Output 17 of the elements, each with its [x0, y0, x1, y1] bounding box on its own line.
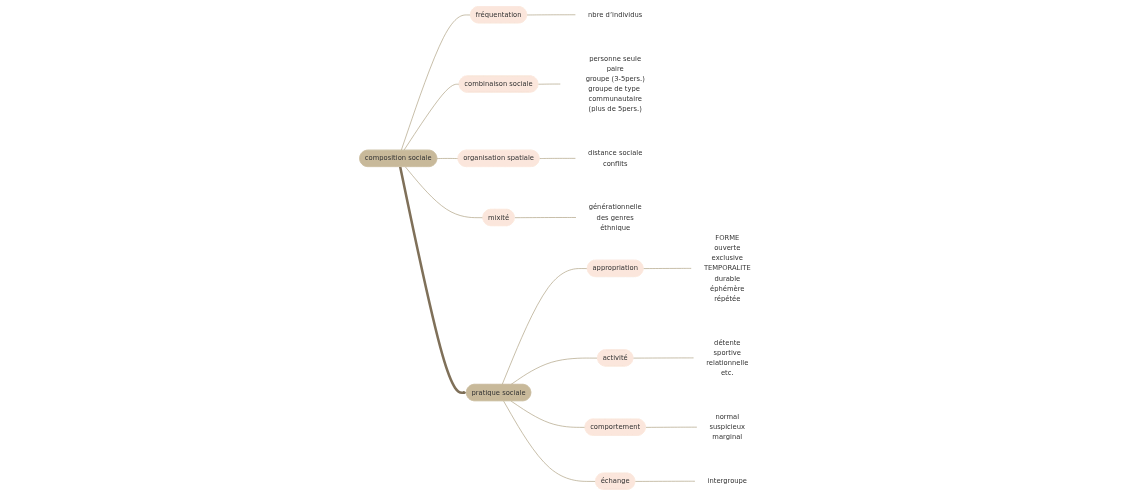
- connector: [510, 357, 598, 385]
- connector: [403, 83, 460, 151]
- connector: [514, 217, 577, 218]
- connector: [510, 400, 586, 428]
- connector: [645, 426, 698, 428]
- arrow: [398, 166, 467, 395]
- connector: [643, 268, 692, 269]
- connector: [404, 166, 484, 218]
- connector: [503, 400, 596, 482]
- connector: [436, 158, 459, 159]
- connector: [501, 268, 588, 385]
- connector: [634, 480, 696, 482]
- connector: [539, 158, 576, 159]
- connector: [537, 83, 561, 85]
- connector: [632, 357, 694, 359]
- connector: [400, 14, 471, 151]
- connector: [526, 14, 576, 16]
